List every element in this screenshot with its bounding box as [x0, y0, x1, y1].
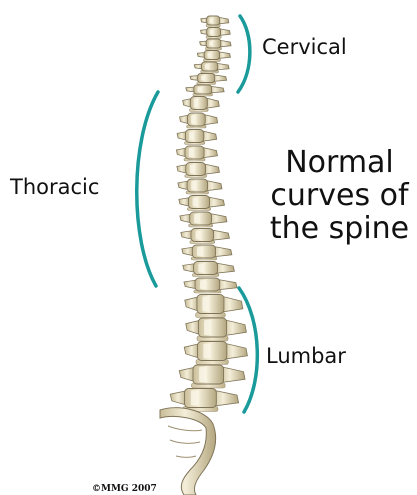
vertebra	[176, 146, 217, 161]
title-line-1: Normal	[262, 146, 417, 179]
vertebra	[179, 365, 245, 388]
vertebra	[197, 51, 230, 62]
vertebra	[190, 74, 227, 85]
diagram-title: Normal curves of the spine	[262, 146, 417, 245]
vertebra	[182, 245, 232, 260]
vertebra	[179, 196, 225, 211]
cervical-label: Cervical	[262, 35, 347, 59]
vertebra	[183, 262, 235, 277]
vertebra	[186, 318, 247, 341]
vertebra	[181, 229, 230, 244]
vertebra	[180, 113, 218, 128]
vertebra	[177, 163, 220, 178]
thoracic-bracket	[137, 92, 158, 286]
sacrum-coccyx	[160, 408, 216, 495]
vertebra	[185, 295, 243, 318]
title-line-2: curves of	[262, 179, 417, 212]
vertebra	[183, 97, 220, 112]
thoracic-label: Thoracic	[10, 175, 99, 199]
vertebra	[180, 212, 227, 227]
vertebral-column	[170, 16, 247, 412]
copyright-notice: ©MMG 2007	[92, 484, 157, 494]
title-line-3: the spine	[262, 212, 417, 245]
vertebra	[194, 62, 229, 73]
vertebra	[178, 179, 222, 194]
vertebra	[186, 85, 224, 96]
vertebra	[201, 16, 229, 27]
vertebra	[200, 39, 231, 50]
lumbar-label: Lumbar	[266, 344, 346, 368]
vertebra	[177, 130, 217, 145]
vertebra	[184, 342, 247, 365]
vertebra	[201, 28, 231, 39]
vertebra	[184, 278, 237, 293]
cervical-bracket	[238, 16, 250, 92]
